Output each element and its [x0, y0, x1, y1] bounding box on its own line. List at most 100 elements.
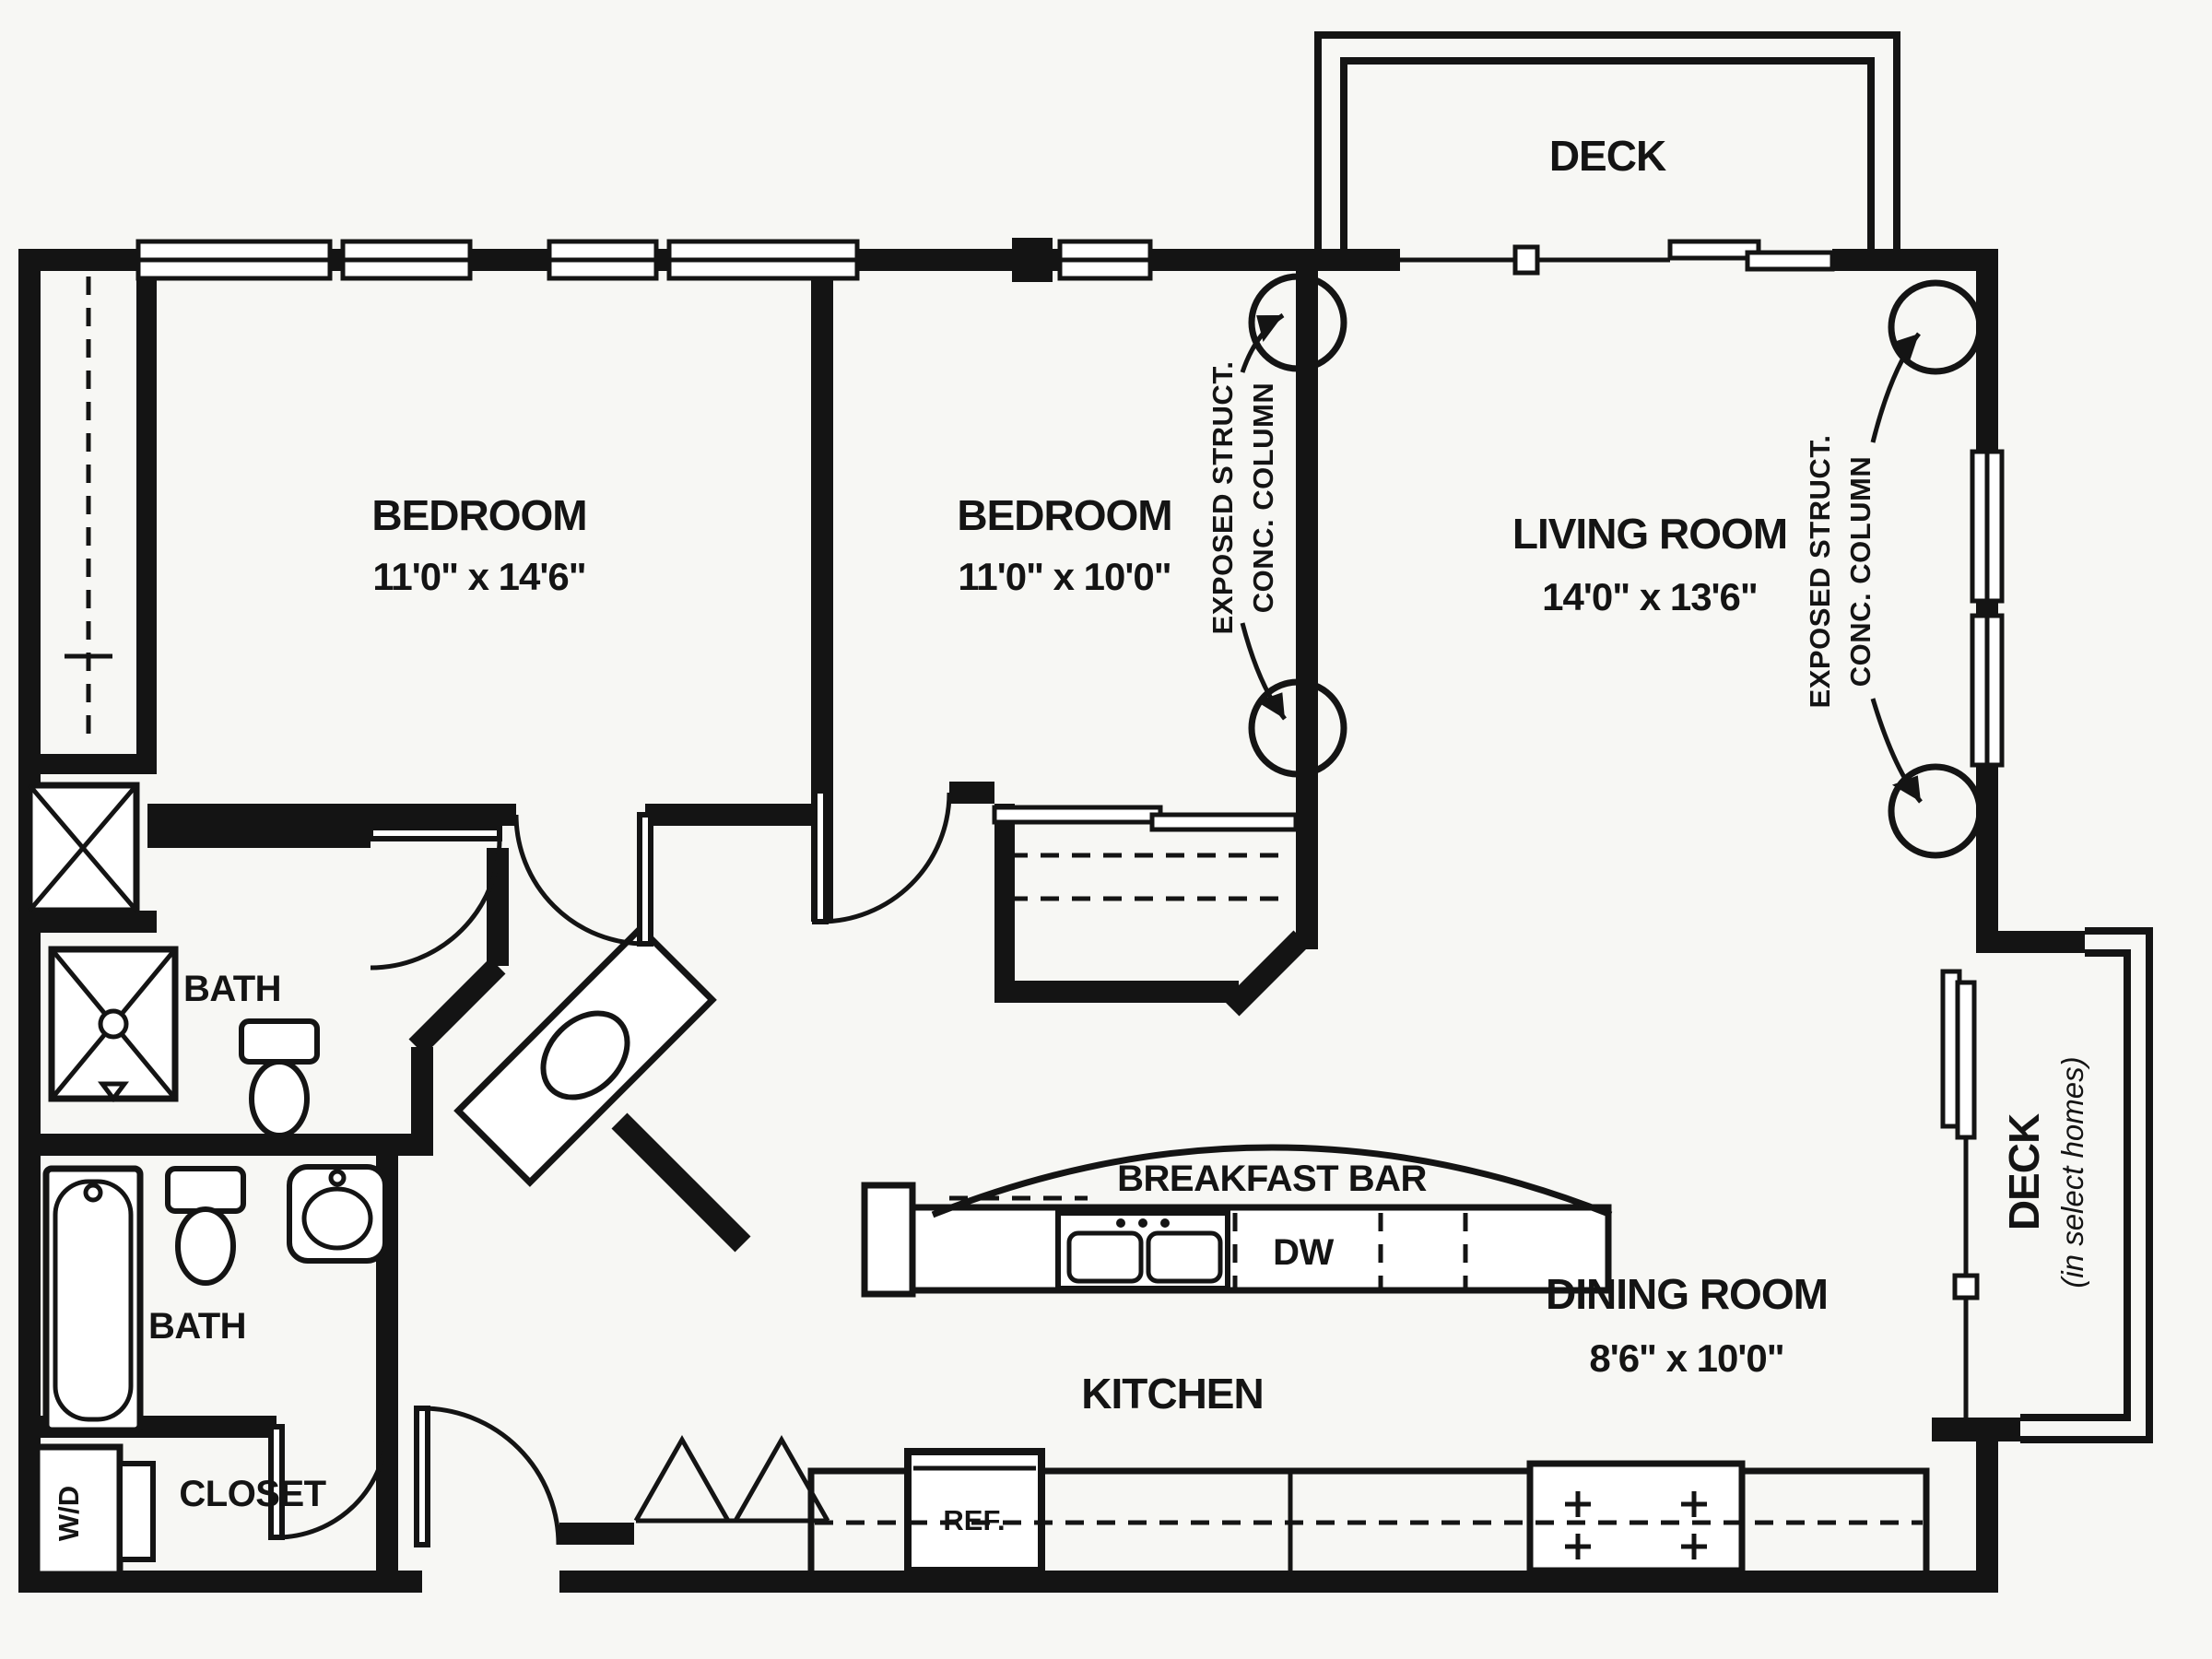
room-label-dining: DINING ROOM: [1546, 1270, 1828, 1318]
kitchen-base-cabinets: [807, 1448, 1930, 1574]
shower-head-icon: [98, 1081, 129, 1103]
door-bedroom1: [513, 812, 653, 947]
room-label-bedroom1: BEDROOM: [371, 491, 586, 539]
room-label-bedroom2: BEDROOM: [957, 491, 1171, 539]
door-leaf: [414, 1406, 430, 1547]
bathtub: [42, 1165, 144, 1434]
sliding-door-panel: [1667, 239, 1761, 261]
room-dims-dining: 8'6" x 10'0": [1589, 1336, 1783, 1380]
walls: [18, 249, 2085, 1593]
sliding-door-panel: [1955, 980, 1977, 1140]
door-bath2: [268, 1424, 390, 1540]
bifold-door: [633, 1434, 731, 1523]
diagonal-walls: [408, 930, 1310, 1253]
sink: [287, 1164, 388, 1264]
room-label-living: LIVING ROOM: [1512, 510, 1787, 558]
door-bath1: [368, 825, 502, 971]
bedroom1-closet: [26, 276, 140, 914]
column-note-2-line1: EXPOSED STRUCT.: [1804, 435, 1836, 709]
room-dims-bedroom2: 11'0" x 10'0": [958, 555, 1171, 598]
right-deck: [1940, 927, 2153, 1443]
top-deck-inner-rail: [1340, 57, 1875, 249]
wall-pillar: [1012, 238, 1053, 282]
island-counter: [909, 1204, 1612, 1294]
door-entry: [414, 1406, 561, 1547]
door-swing: [276, 1426, 390, 1540]
arrowhead: [1256, 692, 1285, 719]
window: [135, 239, 333, 281]
bedroom2-closet: [992, 805, 1299, 901]
rail-post: [1952, 1273, 1980, 1300]
door-leaf: [368, 825, 502, 841]
sliding-door-panel: [1149, 812, 1299, 832]
bath1-corner-wall: [408, 958, 506, 1055]
window: [340, 239, 473, 281]
bath1-fixtures: [48, 924, 717, 1187]
arrowhead: [1256, 315, 1283, 342]
shower-drain: [98, 1008, 129, 1040]
label-washer-dryer: W/D: [53, 1486, 85, 1541]
label-deck-right-note: (in select homes): [2055, 1056, 2089, 1288]
windows-right: [1970, 449, 2005, 768]
washer-dryer: [33, 1443, 156, 1578]
shower: [48, 946, 179, 1103]
door-swing: [370, 838, 502, 971]
counter-outline: [807, 1467, 1930, 1571]
column-marker: [1248, 273, 1347, 372]
column-note-1-line2: CONC. COLUMN: [1247, 382, 1279, 614]
label-refrigerator: REF.: [943, 1504, 1005, 1536]
doors: [268, 788, 952, 1547]
door-swing: [819, 792, 952, 924]
closet2-corner-wall: [1223, 930, 1310, 1017]
toilet: [239, 1018, 320, 1138]
label-dishwasher: DW: [1273, 1232, 1334, 1273]
door-leaf: [637, 812, 653, 947]
label-breakfast-bar: BREAKFAST BAR: [1117, 1159, 1427, 1199]
tub-faucet: [83, 1182, 103, 1203]
room-dims-bedroom1: 11'0" x 14'6": [372, 555, 585, 598]
window: [1970, 613, 2005, 768]
refrigerator: [904, 1448, 1045, 1574]
column-markers: [1240, 273, 1983, 859]
room-label-bath1: BATH: [183, 969, 281, 1009]
right-deck-outer-rail: [2020, 927, 2153, 1443]
column-marker: [1248, 678, 1347, 778]
room-label-kitchen: KITCHEN: [1081, 1370, 1263, 1418]
room-label-bath2: BATH: [148, 1306, 246, 1347]
vanity-sink: [453, 924, 717, 1187]
door-swing: [513, 814, 646, 947]
top-deck-slider: [1400, 239, 1835, 276]
window: [1970, 449, 2005, 604]
door-swing: [421, 1406, 561, 1546]
kitchen-sink: [1055, 1210, 1230, 1291]
island-end-cabinet: [861, 1182, 916, 1298]
column-marker: [1888, 763, 1983, 859]
column-note-2-line2: CONC. COLUMN: [1844, 456, 1877, 688]
breakfast-bar-arc: [931, 1144, 1613, 1218]
rail-post: [1512, 244, 1540, 276]
window: [1057, 239, 1153, 281]
bifold-doors-pantry: [633, 1434, 830, 1524]
linen-cabinet: [26, 782, 140, 914]
door-bedroom2: [812, 788, 952, 924]
window: [547, 239, 659, 281]
top-deck-outer-rail: [1314, 31, 1900, 249]
hall-angled-wall: [611, 1112, 751, 1253]
sink-faucet: [328, 1169, 347, 1187]
room-dims-living: 14'0" x 13'6": [1542, 575, 1758, 618]
room-label-closet: CLOSET: [179, 1474, 325, 1514]
arrowhead: [1893, 334, 1919, 366]
sliding-door-panel: [992, 805, 1163, 825]
kitchen-island: [861, 1144, 1613, 1298]
windows-top: [135, 238, 1153, 282]
column-marker: [1888, 279, 1983, 375]
window: [666, 239, 860, 281]
arrowhead: [1891, 775, 1921, 802]
stove: [1526, 1460, 1746, 1574]
burners: [1565, 1491, 1707, 1559]
door-leaf: [812, 788, 829, 924]
column-note-1-line1: EXPOSED STRUCT.: [1206, 361, 1239, 635]
toilet: [165, 1166, 246, 1286]
